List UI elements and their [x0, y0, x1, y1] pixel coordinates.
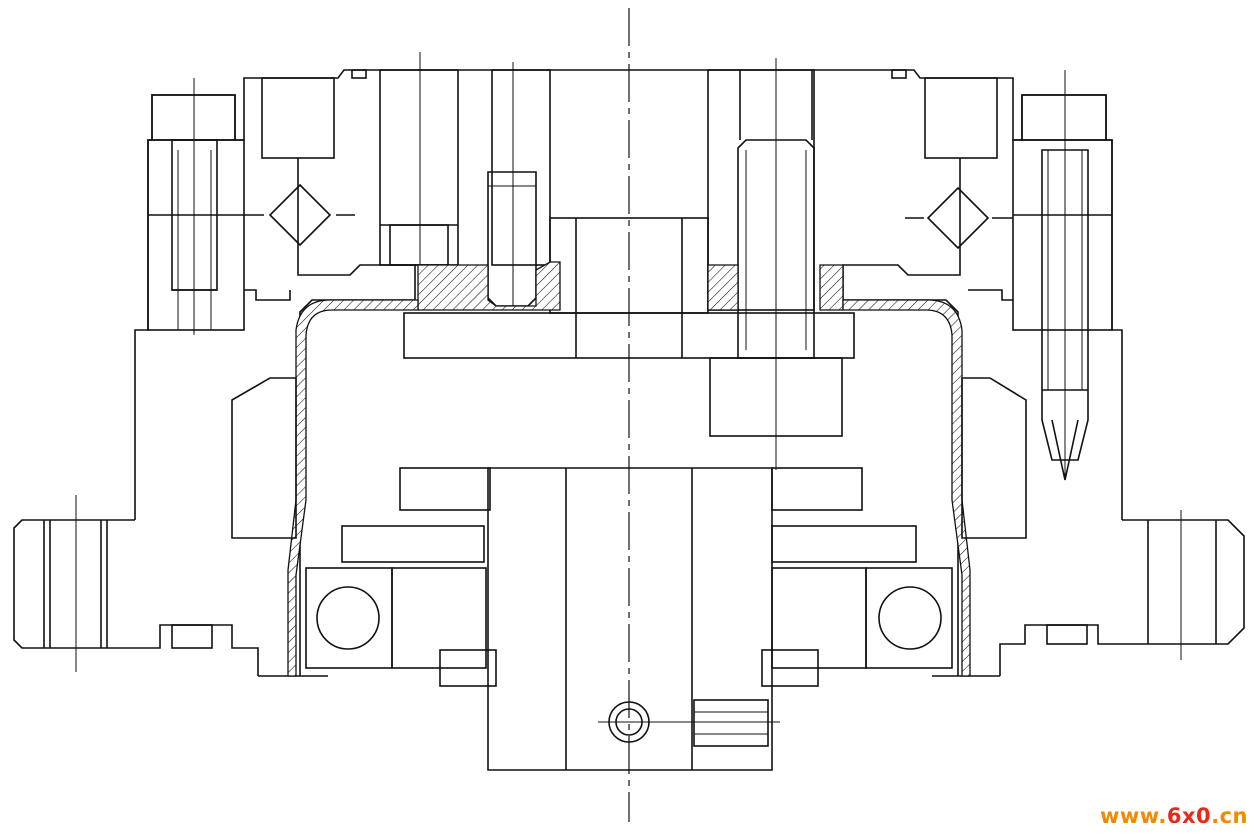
left-bearing-ball	[316, 586, 380, 650]
right-flange-tab	[1046, 624, 1088, 645]
right-side-pocket	[961, 377, 1027, 539]
socket-screws	[147, 94, 1113, 481]
output-plate	[379, 69, 855, 437]
right-cross-roller	[926, 186, 990, 250]
right-bearing-ball	[878, 586, 942, 650]
left-side-pocket	[231, 377, 297, 539]
dowel-pin-bore	[491, 69, 551, 266]
input-shaft	[487, 467, 780, 771]
left-upper-pocket	[261, 77, 335, 159]
left-inner-wall	[297, 158, 416, 676]
right-screw-tip	[1051, 419, 1079, 481]
right-bearing-inner-race	[771, 567, 867, 669]
side-pockets	[231, 377, 1027, 539]
input-shaft-left-collar	[399, 467, 491, 511]
site-watermark: www.6x0.cn	[1100, 804, 1248, 828]
left-hatched-ring	[417, 261, 561, 311]
left-pin	[389, 224, 449, 266]
watermark-suffix: .cn	[1211, 804, 1248, 828]
left-cross-roller	[268, 183, 332, 247]
watermark-brand: 6x0	[1166, 804, 1212, 828]
keyway	[693, 699, 769, 747]
top-notch-right	[891, 69, 907, 79]
right-screw-bore	[1012, 139, 1113, 331]
right-upper-pocket	[924, 77, 998, 159]
flexspline-left-wall	[287, 299, 419, 677]
right-mounting-flange	[999, 519, 1245, 676]
right-wave-plug	[771, 525, 917, 563]
left-wave-plug	[341, 525, 485, 563]
right-screw-shank	[1041, 149, 1089, 461]
right-screw-head	[1021, 94, 1107, 141]
right-retaining-ring	[761, 649, 819, 687]
input-shaft-body	[487, 467, 773, 771]
right-inner-wall	[842, 158, 961, 676]
right-seal-step	[968, 289, 1013, 301]
flexspline-right-wall	[842, 299, 971, 677]
input-shaft-right-collar	[771, 467, 863, 511]
left-retaining-ring	[439, 649, 497, 687]
center-lines	[75, 8, 1182, 822]
left-mounting-flange	[13, 519, 259, 676]
watermark-prefix: www.	[1099, 804, 1167, 828]
left-bearing-inner-race	[391, 567, 487, 669]
right-hatched-ring-b	[819, 264, 844, 311]
left-seal-step	[244, 289, 291, 301]
left-flange-tab	[171, 624, 213, 649]
left-screw-bore	[147, 139, 245, 331]
center-hub-lower	[403, 312, 855, 359]
top-notch-left	[351, 69, 367, 79]
dowel-pin	[487, 171, 537, 307]
left-pin-bore	[379, 69, 459, 266]
central-bolt-nut	[709, 357, 843, 437]
flexspline	[287, 299, 971, 677]
right-hatched-ring-a	[707, 264, 739, 311]
